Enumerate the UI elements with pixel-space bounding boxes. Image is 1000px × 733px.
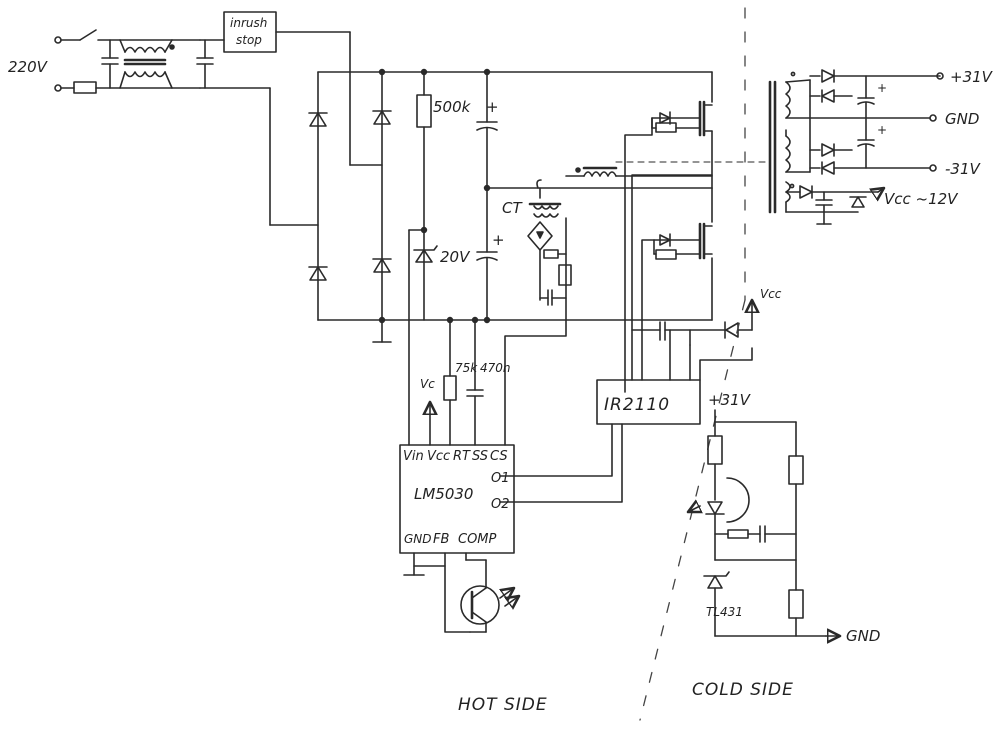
out-neg-label: -31V xyxy=(945,160,981,178)
fb-resistor-3 xyxy=(788,589,804,619)
pin-fb: FB xyxy=(433,532,449,547)
r500k-label: 500k xyxy=(433,98,472,116)
pin-ss: SS xyxy=(472,449,488,464)
plus-sign-1: + xyxy=(486,98,499,116)
zener-label: 20V xyxy=(440,248,471,266)
mains-input xyxy=(54,29,319,226)
cap-plus-1: + xyxy=(877,81,887,95)
out-gnd-label: GND xyxy=(945,110,979,128)
ct-resistor-1 xyxy=(543,249,559,259)
tl431-label: TL431 xyxy=(706,605,743,619)
inrush-label: inrush xyxy=(230,16,267,30)
current-transformer xyxy=(527,179,572,321)
pin-comp: COMP xyxy=(458,532,497,547)
feedback-circuit xyxy=(688,409,840,636)
out-pos-label: +31V xyxy=(950,68,994,86)
bulk-capacitors: + + xyxy=(476,68,713,324)
r-500k xyxy=(416,94,432,128)
inrush-stop-block xyxy=(223,11,383,166)
c470n-label: 470n xyxy=(480,361,511,375)
out-vcc-label: Vcc ~12V xyxy=(884,190,959,208)
pin-gnd: GND xyxy=(404,532,432,546)
cm-choke xyxy=(124,46,166,53)
cap-plus-2: + xyxy=(877,123,887,137)
bootstrap-circuit xyxy=(631,300,752,381)
pin-rt: RT xyxy=(453,449,471,464)
lm5030-controller xyxy=(399,316,567,633)
tl431 xyxy=(707,575,723,589)
fb-resistor-2 xyxy=(788,455,804,485)
vc-label: Vc xyxy=(420,377,435,391)
zener-20v xyxy=(415,249,433,263)
lm5030-label: LM5030 xyxy=(414,485,473,503)
r75k-label: 75k xyxy=(455,361,478,375)
pin-cs: CS xyxy=(490,449,508,464)
resonant-inductor xyxy=(583,171,617,177)
stop-label: stop xyxy=(236,33,262,47)
fuse xyxy=(73,81,97,94)
cold-side-label: COLD SIDE xyxy=(692,680,794,700)
fb-gnd-label: GND xyxy=(846,627,880,645)
half-bridge xyxy=(565,71,771,393)
mains-label: 220V xyxy=(8,58,49,76)
hot-side-label: HOT SIDE xyxy=(458,695,548,715)
main-transformer: + + xyxy=(768,69,944,225)
ct-resistor-2 xyxy=(558,264,572,286)
pin-o1: O1 xyxy=(491,471,510,486)
pin-o2: O2 xyxy=(491,497,510,512)
r-75k xyxy=(443,375,457,401)
fb-supply-label: +31V xyxy=(708,391,752,409)
ir2110-driver xyxy=(499,379,701,503)
vcc-top-label: Vcc xyxy=(760,287,782,301)
ct-label: CT xyxy=(502,199,523,217)
pin-vcc: Vcc xyxy=(427,449,450,464)
startup-circuit xyxy=(408,68,438,446)
bridge-rectifier xyxy=(308,68,713,343)
optocoupler xyxy=(460,585,500,625)
ir2110-label: IR2110 xyxy=(604,395,670,415)
pin-vin: Vin xyxy=(403,449,424,464)
plus-sign-2: + xyxy=(492,231,505,249)
optocoupler-led xyxy=(726,477,750,523)
